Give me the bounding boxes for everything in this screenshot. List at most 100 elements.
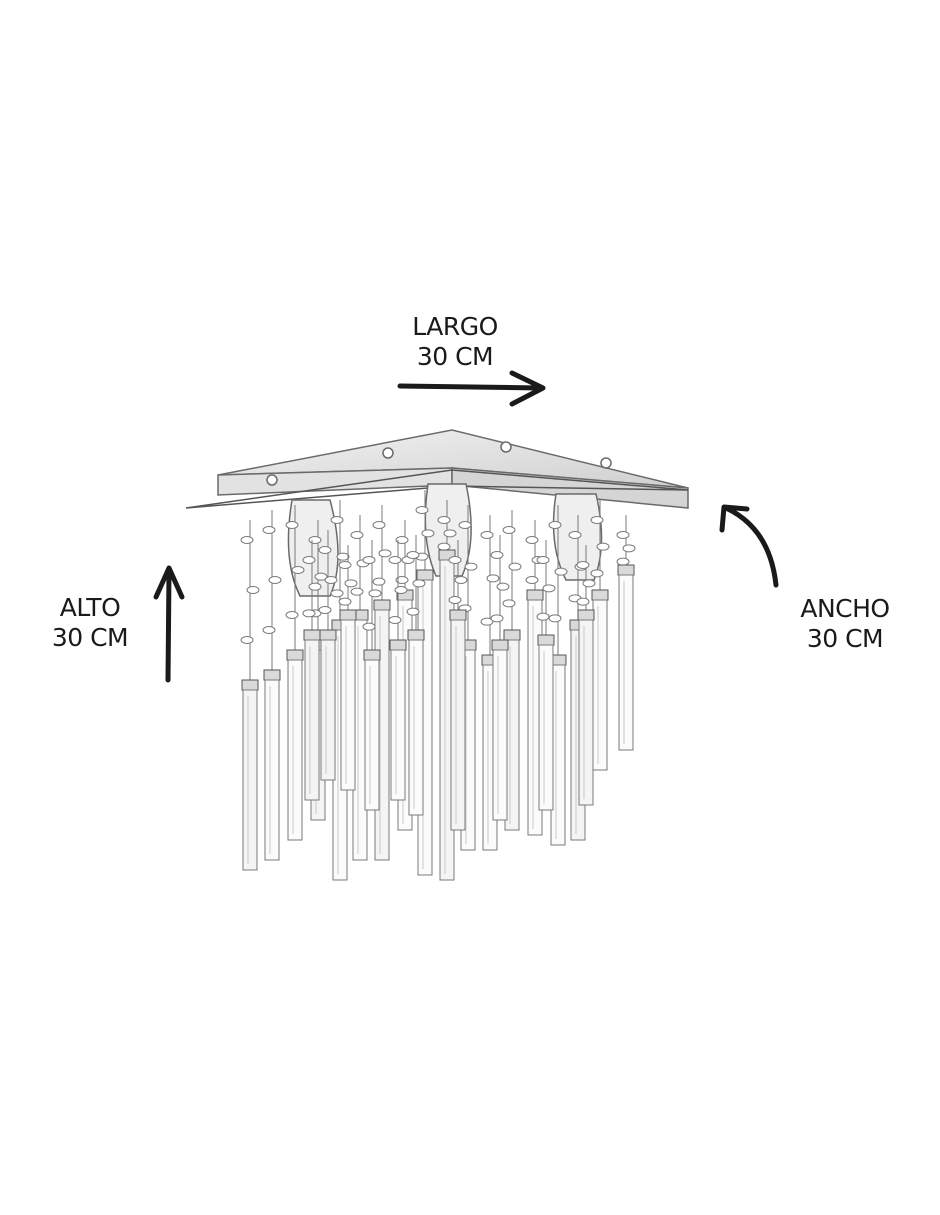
crystal-bead <box>388 556 402 564</box>
crystal-bead <box>336 552 350 561</box>
crystal-rod <box>320 639 336 781</box>
ancho-name: ANCHO <box>800 594 890 623</box>
crystal-bead <box>454 576 468 584</box>
crystal-bead <box>480 531 494 539</box>
crystal-bead <box>576 597 590 606</box>
crystal-bead <box>330 516 344 524</box>
crystal-bead <box>536 556 550 564</box>
crystal-bead <box>486 574 500 583</box>
crystal-bead <box>338 597 352 606</box>
ancho-value: 30 CM <box>806 624 884 653</box>
crystal-bead <box>406 607 420 616</box>
crystal-rod <box>390 649 406 801</box>
crystal-bead <box>262 526 276 534</box>
crystal-cap <box>373 599 391 611</box>
crystal-rod <box>287 659 303 841</box>
crystal-bead <box>406 551 420 559</box>
crystal-bead <box>285 611 299 619</box>
crystal-bead <box>324 576 338 584</box>
crystal-bead <box>548 521 562 529</box>
crystal-bead <box>464 562 478 571</box>
crystal-cap <box>591 589 609 601</box>
alto-name: ALTO <box>59 593 121 622</box>
crystal-bead <box>490 551 504 559</box>
crystal-rod <box>340 619 356 791</box>
crystal-rod <box>364 659 380 811</box>
crystal-bead <box>394 586 408 594</box>
crystal-bead <box>590 516 604 524</box>
crystal-bead <box>525 536 539 544</box>
crystal-bead <box>350 587 364 596</box>
crystal-bead <box>395 536 409 544</box>
crystal-rod <box>450 619 466 831</box>
crystal-bead <box>330 589 344 598</box>
crystal-bead <box>448 596 462 604</box>
alto-arrow-icon <box>153 565 185 683</box>
crystal-rods <box>240 490 636 881</box>
crystal-bead <box>554 567 568 576</box>
crystal-bead <box>415 506 429 514</box>
crystal-bead <box>480 617 494 626</box>
crystal-bead <box>368 589 382 598</box>
crystal-bead <box>350 531 364 539</box>
crystal-bead <box>616 531 630 539</box>
crystal-bead <box>568 531 582 539</box>
crystal-bead <box>240 536 254 544</box>
crystal-bead <box>308 536 322 544</box>
crystal-bead <box>421 529 435 538</box>
crystal-bead <box>372 521 386 529</box>
crystal-bead <box>318 606 332 614</box>
largo-value: 30 CM <box>416 342 494 371</box>
crystal-bead <box>525 576 539 584</box>
crystal-bead <box>285 521 299 529</box>
crystal-bead <box>302 609 316 618</box>
crystal-bead <box>318 546 332 554</box>
crystal-bead <box>458 521 472 529</box>
crystal-bead <box>508 562 522 571</box>
crystal-cap <box>503 629 521 641</box>
crystal-cap <box>617 564 635 576</box>
crystal-cap <box>577 609 595 621</box>
crystal-bead <box>437 516 451 524</box>
largo-dimension-label: LARGO 30 CM <box>380 312 530 372</box>
alto-dimension-label: ALTO 30 CM <box>30 593 150 653</box>
crystal-bead <box>448 556 462 564</box>
crystal-rod <box>538 644 554 811</box>
canopy-plate <box>185 429 689 509</box>
crystal-bead <box>502 599 516 608</box>
crystal-rod <box>492 649 508 821</box>
crystal-cap <box>389 639 407 651</box>
crystal-cap <box>263 669 281 681</box>
crystal-bead <box>262 626 276 634</box>
largo-arrow-icon <box>397 370 546 407</box>
crystal-bead <box>372 577 386 586</box>
crystal-bead <box>548 614 562 623</box>
crystal-cap <box>491 639 509 651</box>
alto-value: 30 CM <box>51 623 129 652</box>
crystal-cap <box>303 629 321 641</box>
crystal-cap <box>339 609 357 621</box>
crystal-bead <box>302 556 316 564</box>
crystal-bead <box>616 557 630 566</box>
crystal-bead <box>388 616 402 624</box>
crystal-cap <box>526 589 544 601</box>
crystal-bead <box>622 544 636 553</box>
crystal-cap <box>449 609 467 621</box>
crystal-bead <box>240 636 254 644</box>
crystal-bead <box>344 579 358 588</box>
crystal-bead <box>490 614 504 623</box>
crystal-bead <box>395 576 409 584</box>
crystal-rod <box>578 619 594 806</box>
crystal-bead <box>362 556 376 564</box>
ancho-dimension-label: ANCHO 30 CM <box>770 594 920 654</box>
crystal-bead <box>590 569 604 578</box>
largo-name: LARGO <box>412 312 498 341</box>
crystal-rod <box>304 639 320 801</box>
crystal-rod <box>592 599 608 771</box>
crystal-cap <box>537 634 555 646</box>
crystal-bead <box>536 612 550 621</box>
crystal-bead <box>268 576 282 584</box>
crystal-rod <box>264 679 280 861</box>
crystal-cap <box>286 649 304 661</box>
